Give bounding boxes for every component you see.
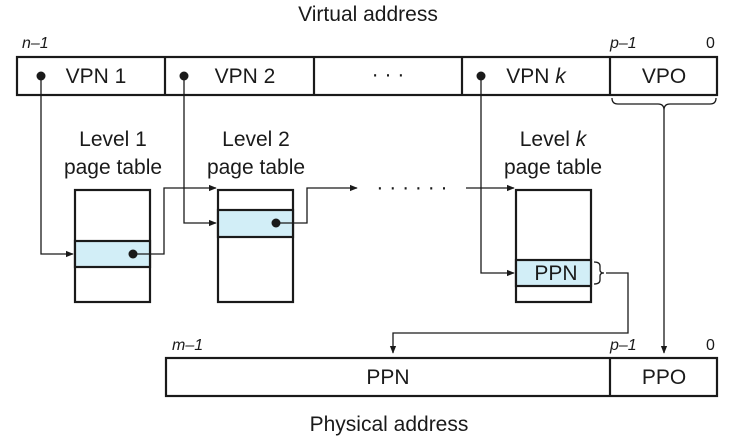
level2-table-outline bbox=[216, 188, 295, 304]
vpn2-field: VPN 2 bbox=[215, 65, 276, 88]
va-lsb-label: 0 bbox=[706, 35, 715, 52]
level1-to-level2-arrow bbox=[133, 184, 217, 255]
va-vpo-high-bit-label: p–1 bbox=[609, 35, 637, 52]
pa-msb-label: m–1 bbox=[172, 337, 203, 354]
level1-label-line2: page table bbox=[64, 156, 162, 179]
virtual-address-register: VPN 1 VPN 2 · · · VPN k VPO bbox=[15, 55, 719, 97]
levelk-variable: k bbox=[576, 128, 588, 151]
physical-address-register: PPN PPO bbox=[164, 356, 719, 398]
level2-page-table bbox=[216, 188, 295, 304]
vpnk-to-levelk-arrow bbox=[480, 76, 515, 277]
ppn-entry-brace bbox=[593, 261, 605, 285]
vpn2-to-level2-arrow bbox=[183, 76, 217, 227]
virtual-address-title: Virtual address bbox=[298, 3, 438, 26]
levelk-prefix: Level bbox=[520, 128, 576, 151]
vpn1-to-level1-arrow bbox=[40, 76, 74, 258]
level2-label-line1: Level 2 bbox=[222, 128, 290, 151]
levelk-ppn-entry-label: PPN bbox=[534, 262, 577, 285]
level2-to-next-level-arrow bbox=[276, 184, 358, 224]
vpn-ellipsis: · · · bbox=[372, 63, 405, 86]
levelk-label-line2: page table bbox=[504, 156, 602, 179]
va-outline bbox=[15, 55, 719, 97]
vpn1-field: VPN 1 bbox=[66, 65, 127, 88]
vpnk-prefix: VPN bbox=[506, 65, 555, 88]
vpo-brace bbox=[611, 97, 717, 111]
levelk-label-line1: Level k bbox=[520, 128, 588, 151]
level1-page-table bbox=[73, 188, 152, 304]
pa-outline bbox=[164, 356, 719, 398]
page-table-ellipsis: · · · · · · bbox=[376, 176, 447, 199]
vpnk-variable: k bbox=[555, 65, 567, 88]
levelk-ppn-entry bbox=[514, 258, 593, 288]
pa-lsb-label: 0 bbox=[706, 337, 715, 354]
level2-label-line2: page table bbox=[207, 156, 305, 179]
levelk-page-table: PPN bbox=[514, 188, 593, 304]
ppn-field: PPN bbox=[366, 366, 409, 389]
physical-address-title: Physical address bbox=[310, 413, 469, 436]
ppn-to-physical-arrow bbox=[389, 272, 629, 354]
pa-ppo-high-bit-label: p–1 bbox=[609, 337, 637, 354]
level1-label-line1: Level 1 bbox=[79, 128, 147, 151]
ppo-field: PPO bbox=[642, 366, 686, 389]
vpo-field: VPO bbox=[642, 65, 686, 88]
vpnk-field: VPN k bbox=[506, 65, 567, 88]
va-msb-label: n–1 bbox=[22, 35, 49, 52]
